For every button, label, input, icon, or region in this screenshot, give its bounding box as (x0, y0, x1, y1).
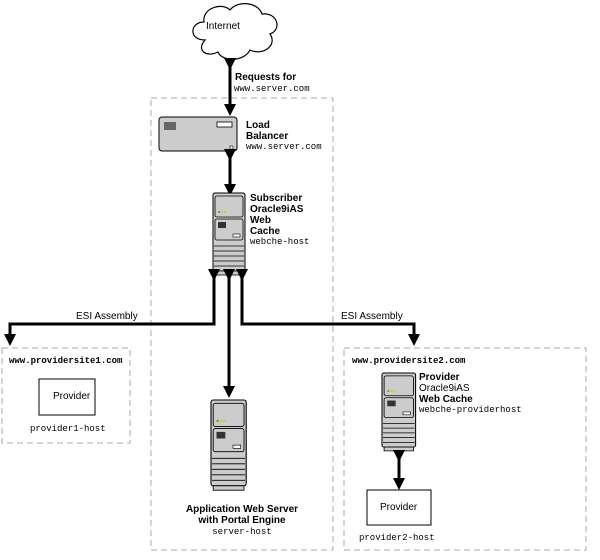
site2-domain: www.providersite2.com (352, 356, 466, 366)
subscriber-label-line3: Web (250, 215, 271, 226)
app-server-line1: Application Web Server (185, 504, 299, 515)
app-server-line2: with Portal Engine (198, 515, 286, 526)
provider1-label: Provider (53, 391, 91, 402)
esi-left-connector (4, 269, 220, 346)
provider2-label: Provider (380, 502, 418, 513)
esi-right-label: ESI Assembly (341, 311, 403, 322)
providersite2-boundary (343, 347, 587, 551)
subscriber-label-line1: Subscriber (250, 193, 303, 204)
subscriber-host: webche-host (250, 237, 310, 247)
provider-cache-tower (381, 372, 417, 452)
internet-label: Internet (206, 21, 240, 32)
provider-cache-line3: Web Cache (419, 394, 473, 405)
subscriber-label-line4: Cache (250, 226, 281, 237)
provider2-host: provider2-host (359, 533, 435, 543)
app-server-host: server-host (212, 527, 272, 537)
lb-host: www.server.com (246, 142, 322, 152)
subscriber-cache-tower (212, 192, 246, 276)
app-server-tower (210, 399, 247, 491)
lb-label-line1: Load (246, 120, 270, 131)
subscriber-label-line2: Oracle9iAS (250, 204, 304, 215)
requests-host: www.server.com (234, 84, 310, 94)
providersite1-boundary (1, 347, 131, 444)
provider1-box (38, 378, 96, 416)
provider1-host: provider1-host (30, 424, 106, 434)
internet-cloud (192, 3, 278, 60)
provider-cache-host: webche-providerhost (419, 405, 522, 415)
lb-label-line2: Balancer (246, 131, 289, 142)
provider2-box (366, 489, 432, 526)
requests-label: Requests for (235, 72, 297, 83)
provider-cache-line2: Oracle9iAS (419, 383, 470, 394)
site1-domain: www.providersite1.com (9, 356, 123, 366)
provider-cache-line1: Provider (419, 372, 460, 383)
esi-left-label: ESI Assembly (76, 311, 138, 322)
load-balancer-device (158, 116, 238, 152)
esi-right-connector (236, 269, 420, 346)
